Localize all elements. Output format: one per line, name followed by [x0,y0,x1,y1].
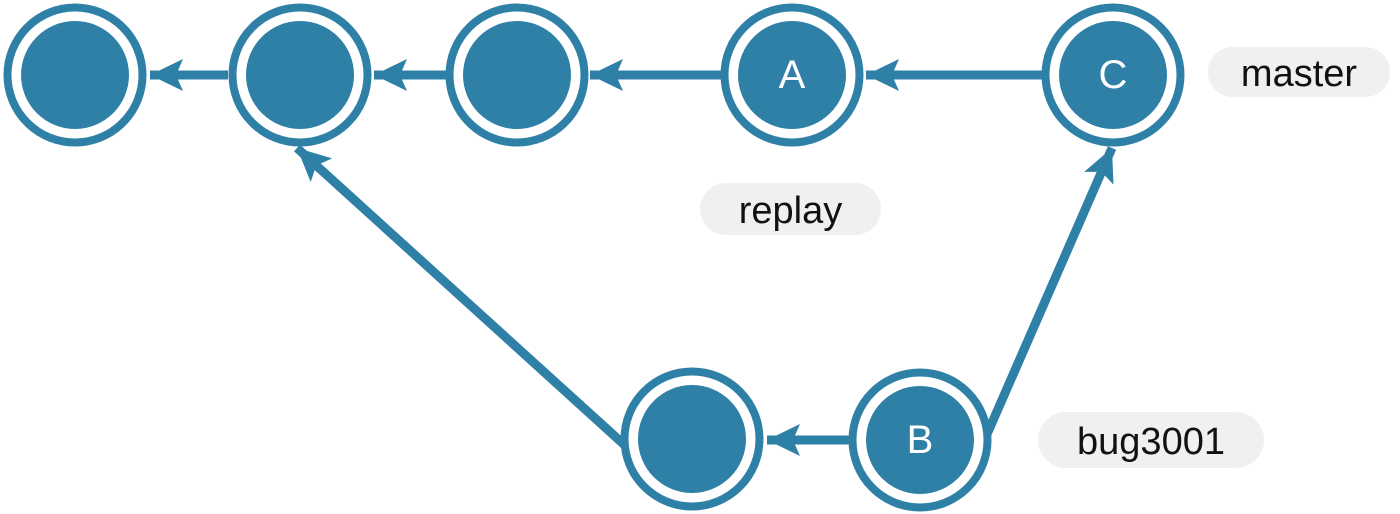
label-text-replay: replay [739,190,843,232]
commit-node-m2 [228,3,372,147]
commit-node-m1 [3,3,147,147]
commit-letter-B: B [907,418,934,462]
commit-node-m3 [445,3,589,147]
label-pill-master [1208,47,1390,97]
commit-inner-disc [246,21,354,129]
label-pill-bug3001 [1038,412,1264,468]
commit-node-b1 [620,367,764,511]
commit-inner-disc [21,21,129,129]
label-text-master: master [1241,53,1357,95]
label-bug3001: bug3001 [1038,412,1264,468]
commit-inner-disc [638,385,746,493]
commit-letter-C: C [1099,53,1128,97]
label-text-bug3001: bug3001 [1077,421,1225,463]
label-replay: replay [700,183,881,235]
edge-b1-to-m2 [293,144,644,463]
label-master: master [1208,47,1390,97]
commit-inner-disc [866,386,974,494]
commit-inner-disc [738,21,846,129]
commit-node-C: C [1041,3,1185,147]
commit-node-A: A [720,3,864,147]
edge-B-to-C [976,146,1117,450]
label-pill-replay [700,183,881,235]
commit-node-B: B [848,368,992,512]
commit-inner-disc [1059,21,1167,129]
commit-inner-disc [463,21,571,129]
commit-letter-A: A [779,53,806,97]
